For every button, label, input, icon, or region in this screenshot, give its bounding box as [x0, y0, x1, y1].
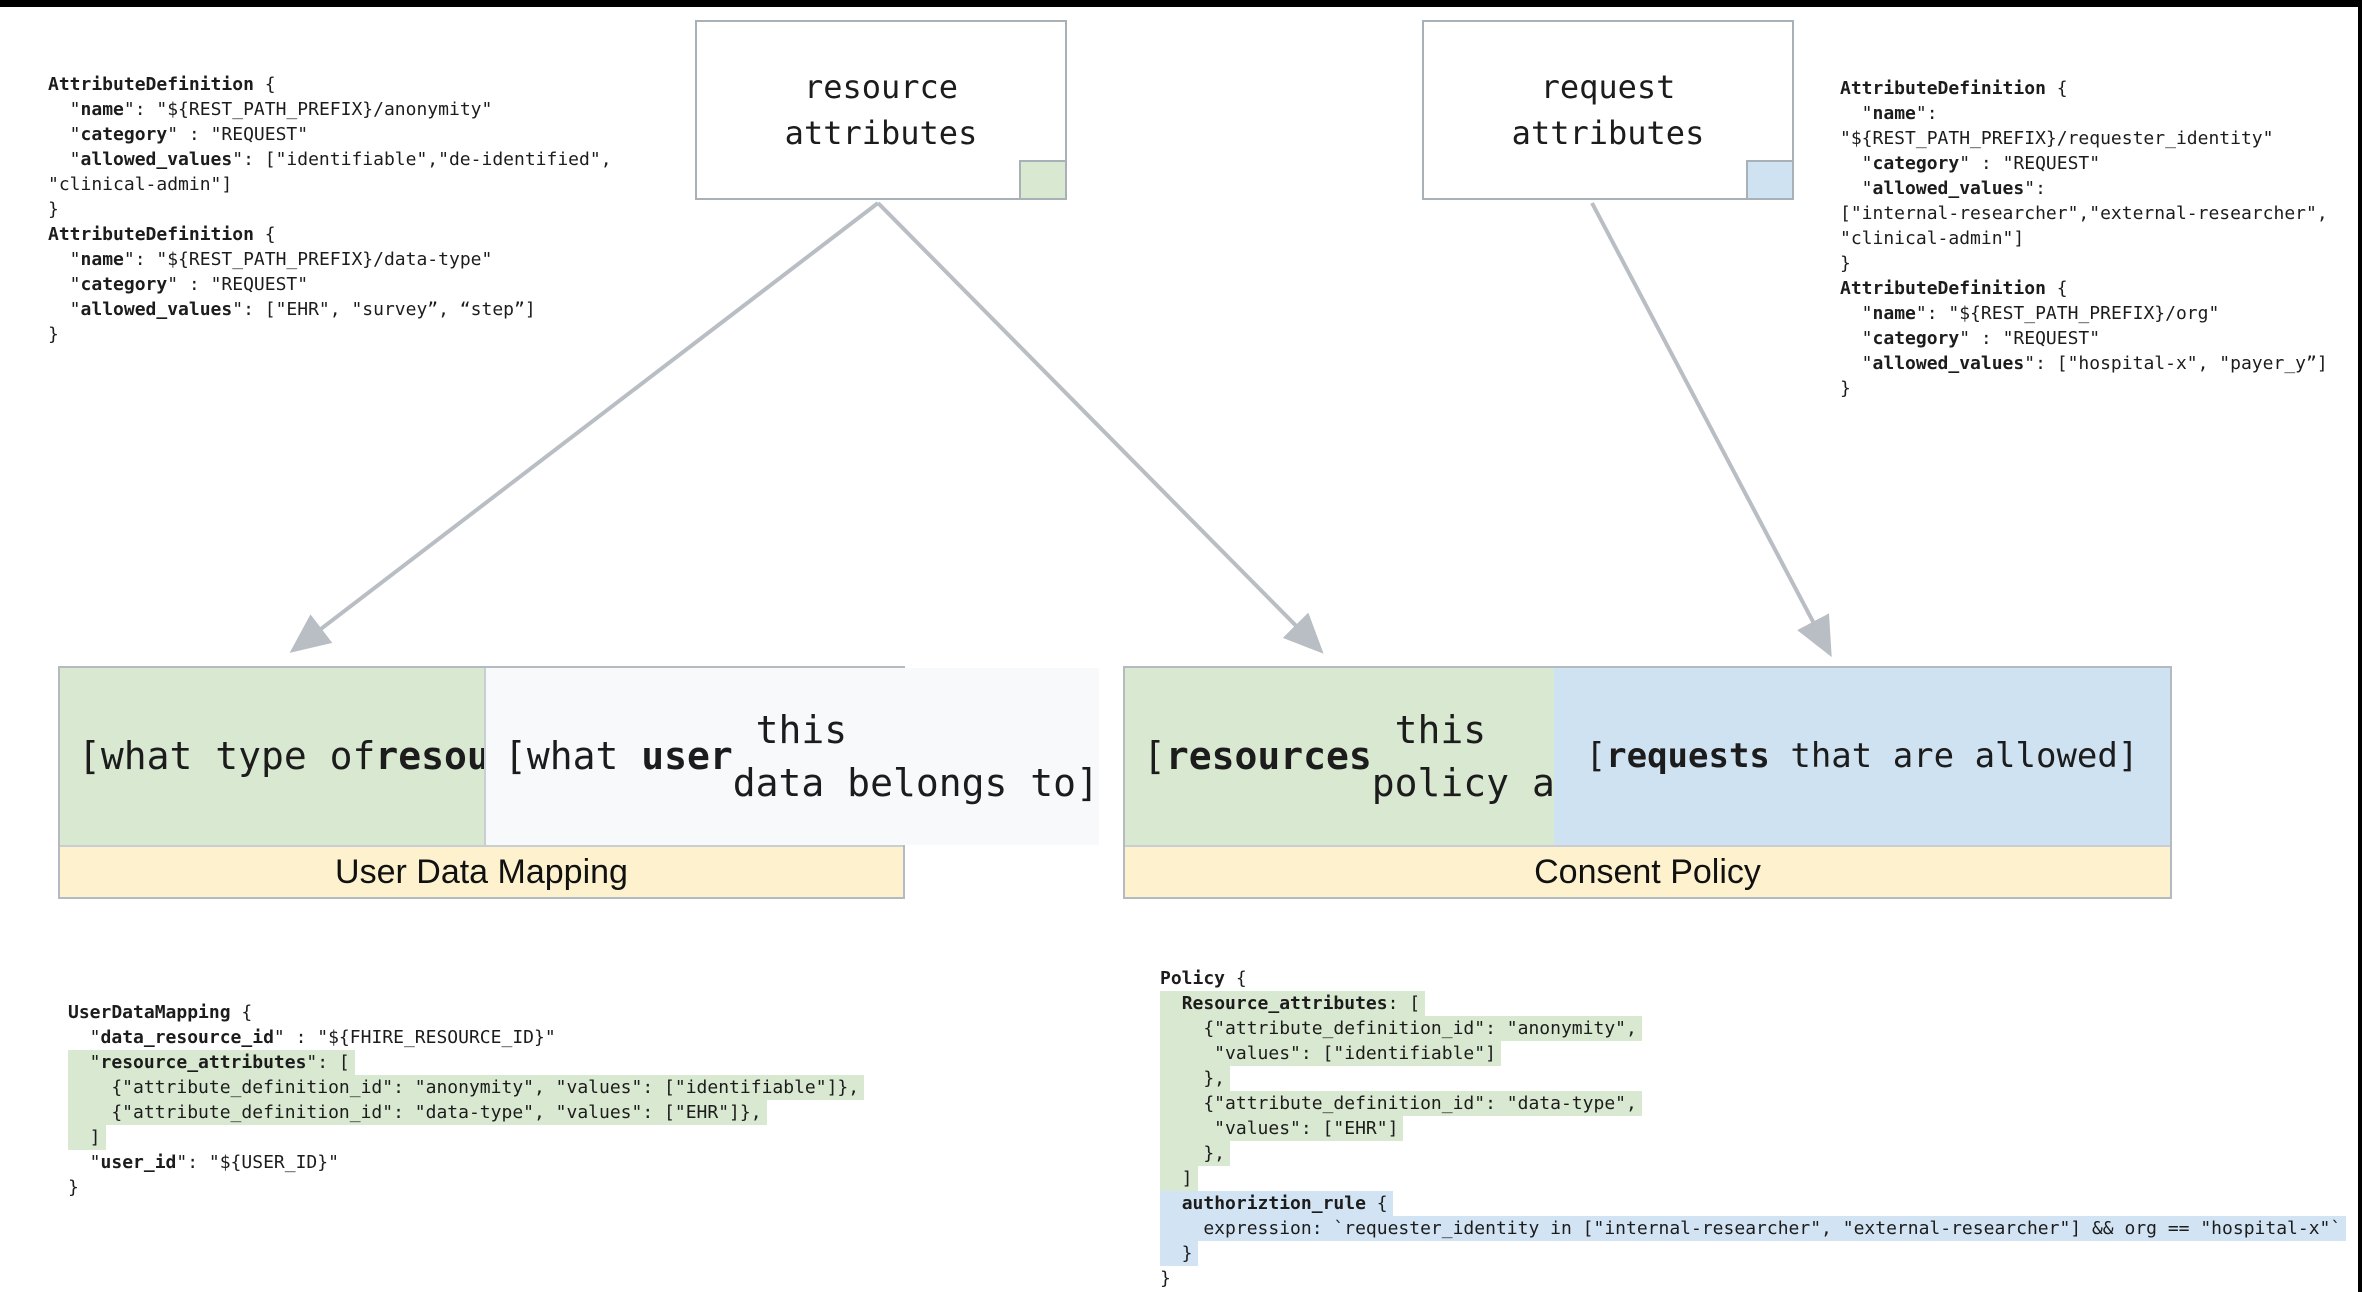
resource-attributes-box: resource attributes	[695, 20, 1067, 200]
udm-resource-cell: [what type of resource is this]	[60, 668, 764, 845]
attribute-definitions-left-code: AttributeDefinition { "name": "${REST_PA…	[48, 74, 612, 345]
consent-policy-title: Consent Policy	[1125, 845, 2170, 897]
resource-attributes-label: resource attributes	[784, 67, 978, 152]
request-attributes-box: request attributes	[1422, 20, 1794, 200]
arrow-resource-to-udm	[289, 201, 880, 653]
arrow-resource-to-consent	[876, 201, 1324, 654]
consent-policy-table: [resources this policy applies to] [requ…	[1123, 666, 2172, 899]
udm-user-cell: [what user this data belongs to]	[484, 668, 1099, 845]
user-data-mapping-title: User Data Mapping	[60, 845, 903, 897]
consent-requests-cell: [requests that are allowed]	[1554, 668, 2170, 845]
right-black-bar	[2358, 0, 2362, 1292]
top-black-bar	[0, 0, 2362, 7]
user-data-mapping-table: [what type of resource is this] [what us…	[58, 666, 1099, 899]
user-data-mapping-code: UserDataMapping { "data_resource_id" : "…	[68, 1000, 865, 1200]
resource-green-chip	[1019, 160, 1067, 200]
user-data-mapping-cells: [what type of resource is this] [what us…	[60, 668, 1099, 845]
request-attributes-label: request attributes	[1511, 67, 1705, 152]
attribute-definitions-right-code: AttributeDefinition { "name":"${REST_PAT…	[1840, 78, 2328, 399]
request-blue-chip	[1746, 160, 1794, 200]
consent-policy-cells: [resources this policy applies to] [requ…	[1125, 668, 2170, 845]
consent-policy-code: Policy { Resource_attributes: [ {"attrib…	[1160, 966, 2347, 1291]
arrow-request-to-consent	[1590, 202, 1832, 658]
consent-resources-cell: [resources this policy applies to]	[1125, 668, 1784, 845]
